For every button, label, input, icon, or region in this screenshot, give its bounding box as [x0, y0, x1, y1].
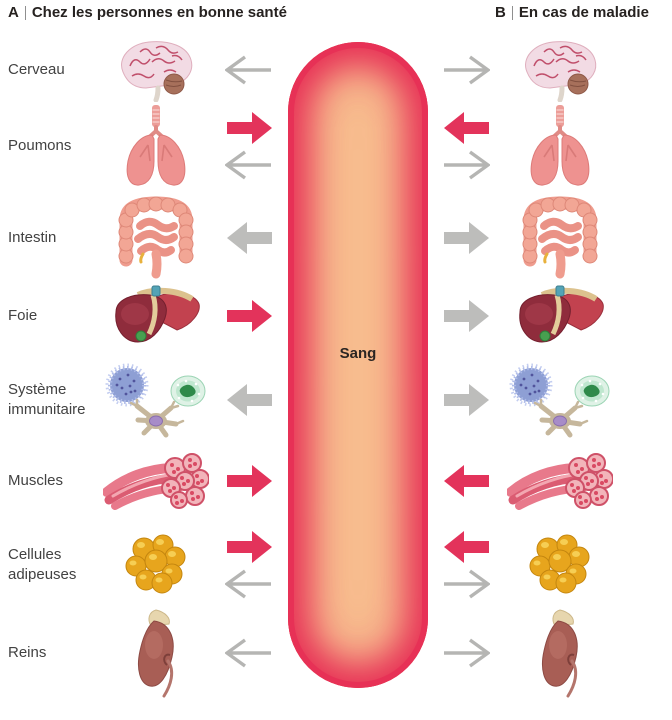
organ-label: Poumons [8, 136, 72, 154]
intestine-icon [100, 194, 212, 282]
arrow-thin-right-icon [442, 636, 491, 670]
row-brain: Cerveau [0, 24, 672, 116]
title-separator [24, 5, 26, 20]
kidney-icon [502, 607, 618, 699]
arrow-solid-red-left-icon [443, 111, 490, 145]
panel-a-arrows [212, 111, 286, 182]
panel-a-arrows [212, 636, 286, 670]
arrow-solid-gray-left-icon [226, 383, 273, 417]
organ-label: Cerveau [8, 60, 65, 78]
arrow-thin-left-icon [224, 148, 273, 182]
organ-label: Système immunitaire [8, 380, 86, 418]
lungs-icon [502, 103, 618, 189]
panel-b-arrows [430, 464, 502, 498]
panel-a-arrows [212, 53, 286, 87]
arrow-solid-gray-left-icon [226, 221, 273, 255]
row-lungs: Poumons [0, 100, 672, 192]
panel-a-arrows [212, 530, 286, 601]
intestine-icon [502, 194, 618, 282]
panel-a-label: Chez les personnes en bonne santé [31, 4, 287, 21]
organ-label: Cellules adipeuses [8, 545, 77, 583]
liver-icon [502, 284, 618, 348]
arrow-solid-gray-right-icon [443, 221, 490, 255]
panel-b-arrows [430, 383, 502, 417]
blood-label: Sang [339, 345, 377, 362]
row-kidney: Reins [0, 607, 672, 699]
panel-b-title: B En cas de maladie [495, 4, 649, 21]
row-intestine: Intestin [0, 192, 672, 284]
organ-label: Foie [8, 306, 38, 324]
row-liver: Foie [0, 270, 672, 362]
arrow-solid-red-right-icon [226, 299, 273, 333]
panel-a-arrows [212, 464, 286, 498]
panel-b-arrows [430, 530, 502, 601]
row-muscle: Muscles [0, 435, 672, 527]
title-separator [511, 5, 513, 20]
organ-label: Muscles [8, 471, 64, 489]
blood-capsule: Sang [288, 42, 428, 688]
arrow-thin-right-icon [442, 53, 491, 87]
panel-b-arrows [430, 53, 502, 87]
brain-icon [100, 38, 212, 102]
brain-icon [502, 38, 618, 102]
immune-cells-icon [502, 361, 618, 439]
kidney-icon [100, 607, 212, 699]
organ-label: Reins [8, 643, 47, 661]
arrow-solid-gray-right-icon [443, 299, 490, 333]
panel-a-arrows [212, 383, 286, 417]
panel-b-arrows [430, 636, 502, 670]
panel-b-arrows [430, 221, 502, 255]
panel-b-letter: B [495, 4, 506, 21]
fat-cells-icon [100, 534, 212, 596]
fat-cells-icon [502, 534, 618, 596]
panel-b-arrows [430, 299, 502, 333]
muscle-icon [502, 448, 618, 514]
panel-a-arrows [212, 299, 286, 333]
organ-label: Intestin [8, 228, 57, 246]
arrow-solid-red-right-icon [226, 464, 273, 498]
arrow-solid-red-left-icon [443, 530, 490, 564]
row-immune-cells: Système immunitaire [0, 354, 672, 446]
immune-cells-icon [100, 361, 212, 439]
arrow-solid-red-left-icon [443, 464, 490, 498]
arrow-thin-left-icon [224, 567, 273, 601]
arrow-thin-right-icon [442, 567, 491, 601]
panel-b-label: En cas de maladie [518, 4, 649, 21]
panel-a-letter: A [8, 4, 19, 21]
arrow-thin-right-icon [442, 148, 491, 182]
liver-icon [100, 284, 212, 348]
lungs-icon [100, 103, 212, 189]
panel-a-title: A Chez les personnes en bonne santé [8, 4, 287, 21]
arrow-thin-left-icon [224, 53, 273, 87]
arrow-solid-gray-right-icon [443, 383, 490, 417]
arrow-solid-red-right-icon [226, 530, 273, 564]
muscle-icon [100, 448, 212, 514]
row-fat-cells: Cellules adipeuses [0, 519, 672, 611]
panel-a-arrows [212, 221, 286, 255]
panel-b-arrows [430, 111, 502, 182]
arrow-solid-red-right-icon [226, 111, 273, 145]
arrow-thin-left-icon [224, 636, 273, 670]
